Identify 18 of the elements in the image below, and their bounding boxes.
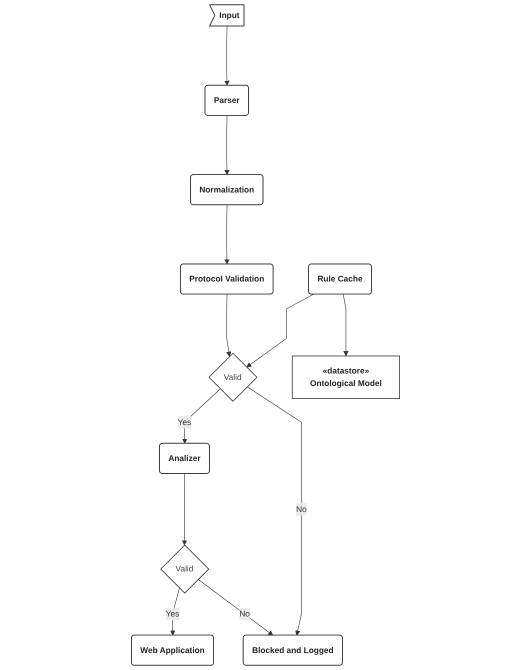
edge-label: No — [296, 504, 307, 514]
arrow — [182, 388, 221, 444]
arrow — [246, 386, 302, 636]
node-diamond: Valid — [208, 352, 258, 402]
arrow — [224, 204, 230, 264]
arrow — [226, 294, 232, 357]
arrow — [170, 588, 180, 636]
arrow — [343, 294, 349, 356]
edge-label: No — [239, 609, 250, 619]
node-diamond: Valid — [160, 544, 210, 594]
edge-label: Yes — [166, 609, 180, 619]
node-box: «datastore» Ontological Model — [292, 356, 400, 399]
arrow — [182, 473, 188, 546]
arrow — [198, 579, 274, 636]
edge-label: Yes — [178, 417, 192, 427]
arrow — [224, 115, 230, 176]
arrow — [224, 26, 230, 86]
arrow — [246, 294, 314, 368]
